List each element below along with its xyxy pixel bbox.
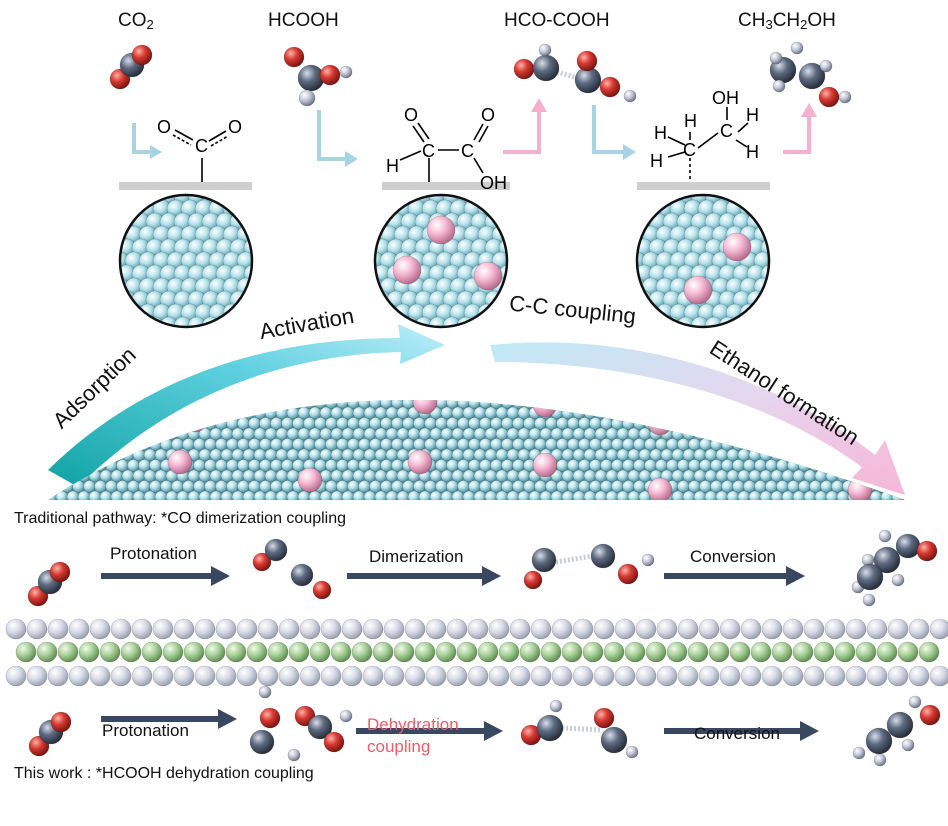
arrow-step-4 [592,105,625,154]
label-ethanol: CH3CH2OH [738,10,836,32]
arrow-trad-protonation [101,566,230,586]
atom-o-2b: O [481,105,496,125]
atom-h-3d: H [746,105,759,125]
arrow-adsorption-activation [48,324,445,487]
atom-h-3c: H [650,151,663,171]
dopant-atom [407,449,433,475]
dopant-atom [523,360,547,384]
trad-step-conversion: Conversion [690,547,776,566]
dopant-atom [722,232,752,262]
work-step-coupling: coupling [367,737,431,756]
arrow-trad-dimerization [347,566,501,586]
label-hcooh: HCOOH [268,10,339,31]
surface-zoom-1 [118,193,254,329]
trad-step-protonation: Protonation [110,544,197,563]
traditional-caption: Traditional pathway: *CO dimerization co… [14,510,347,527]
dopant-atom [637,400,663,405]
molecules [27,41,941,767]
this-work-caption: This work : *HCOOH dehydration coupling [14,765,314,782]
work-step-conversion: Conversion [694,724,780,743]
work-step-dehydration: Dehydration [367,715,459,734]
dopant-atom [683,275,713,305]
atom-c-3a: C [683,140,696,160]
structure-bonds [172,107,749,182]
atom-o-2a: O [404,105,419,125]
atom-c-2a: C [422,141,435,161]
arrow-work-protonation [101,709,237,729]
atom-oh-2: OH [480,173,507,193]
dopant-atom [392,255,422,285]
dopant-atom [757,425,783,451]
arrow-coupling-ethanol [490,342,905,495]
atom-oh-3: OH [712,88,739,108]
atom-h-3a: H [654,123,667,143]
catalyst-layers [5,618,948,687]
atom-h-2: H [386,156,399,176]
surface-bars [119,182,770,190]
dopant-atom [412,400,438,415]
atom-h-3b: H [684,111,697,131]
dopant-atom [647,477,673,500]
atom-o-left-1: O [157,117,172,137]
label-co2: CO2 [118,10,154,32]
arrow-trad-conversion [664,566,805,586]
arrow-step-3 [503,110,541,154]
dopant-atom [647,410,673,436]
dopant-atom [182,407,208,433]
trad-step-dimerization: Dimerization [369,547,464,566]
atom-c-2b: C [461,141,474,161]
arrow-step-5 [783,115,811,154]
atom-h-3e: H [746,142,759,162]
step-arrows-top [132,98,817,167]
arrow-work-conversion [664,721,819,741]
arrow-step-2 [317,110,347,161]
dopant-atom [288,373,312,397]
dopant-atom [426,215,456,245]
label-hcocooh: HCO-COOH [504,10,610,31]
dopant-atom [167,449,193,475]
reaction-arrows [101,566,819,741]
atom-c-1: C [195,136,208,156]
dopant-atom [532,452,558,478]
surface-zoom-2 [373,193,509,329]
atom-o-right-1: O [228,117,243,137]
work-step-protonation: Protonation [102,721,189,740]
atom-c-3b: C [720,121,733,141]
dopant-atom [297,467,323,493]
arrow-step-1 [132,123,152,154]
surface-zoom-3 [635,193,771,329]
arrow-work-dehydration [356,721,503,741]
dopant-atom [473,261,503,291]
dopant-atom [532,400,558,418]
